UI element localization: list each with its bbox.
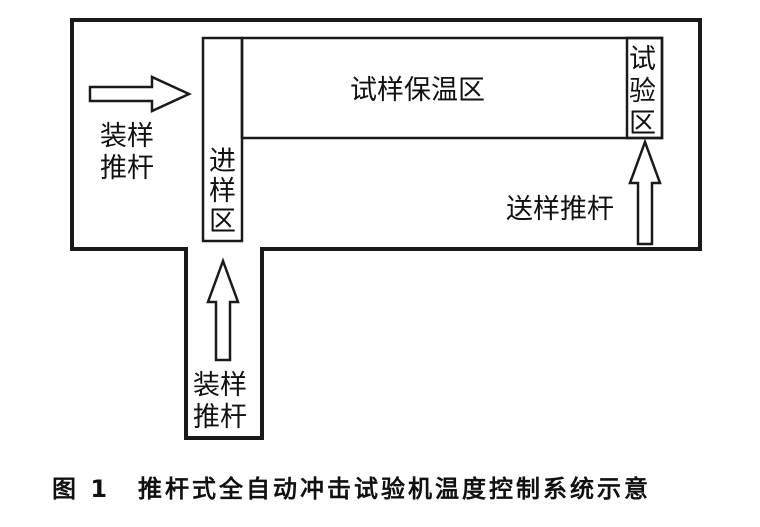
- arrow-up-right-icon: [628, 138, 662, 246]
- caption-text: 推杆式全自动冲击试验机温度控制系统示意: [138, 475, 651, 503]
- arrow-up-bottom-icon: [206, 257, 240, 362]
- label-load-pusher-left-2: 推杆: [100, 153, 154, 184]
- label-load-pusher-bottom-1: 装样: [193, 370, 247, 401]
- label-feed-zone-2: 样: [209, 176, 236, 207]
- housing-outline: [70, 18, 702, 440]
- label-test-zone-3: 区: [629, 108, 656, 139]
- feed-zone-box: [201, 36, 244, 243]
- arrow-right-icon: [88, 75, 192, 113]
- label-hold-zone: 试样保温区: [350, 75, 485, 106]
- label-load-pusher-left-1: 装样: [100, 121, 154, 152]
- test-zone-box: [625, 36, 664, 140]
- label-load-pusher-bottom-2: 推杆: [193, 402, 247, 433]
- label-send-pusher: 送样推杆: [506, 194, 614, 225]
- label-test-zone-1: 试: [629, 44, 656, 75]
- label-test-zone-2: 验: [629, 76, 656, 107]
- label-feed-zone-3: 区: [209, 206, 236, 237]
- caption-number: 图 1: [52, 475, 110, 503]
- label-feed-zone-1: 进: [209, 146, 236, 177]
